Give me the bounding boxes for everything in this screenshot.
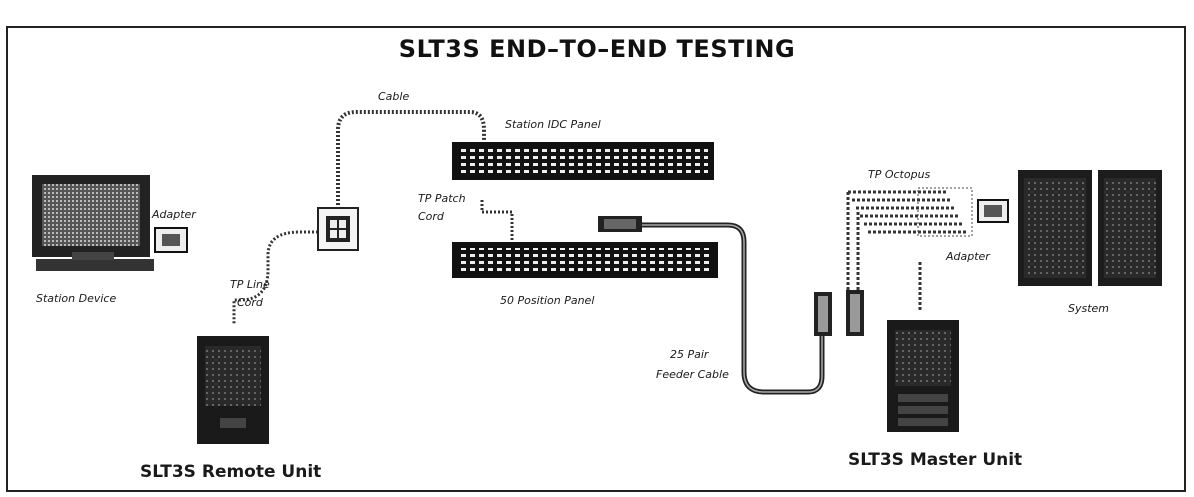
fifty-position-panel (452, 242, 718, 278)
diagram-frame (6, 26, 1186, 492)
diagram-title: SLT3S END–TO–END TESTING (398, 35, 796, 63)
tp-patch-cord-label-line2: Cord (418, 210, 444, 223)
feeder-cable-label-line2: Feeder Cable (656, 368, 729, 381)
adapter-right-label: Adapter (946, 250, 990, 263)
feeder-connector (598, 216, 642, 232)
cable-label: Cable (378, 90, 410, 103)
tp-line-cord-label-line2: Cord (237, 296, 263, 309)
adapter-left (154, 227, 188, 253)
adapter-left-label: Adapter (152, 208, 196, 221)
station-device (32, 175, 154, 271)
remote-unit (197, 336, 269, 444)
system-cabinets (1018, 170, 1162, 286)
master-connector-2 (846, 290, 864, 336)
tp-octopus-label: TP Octopus (868, 168, 931, 181)
station-idc-panel (452, 142, 714, 180)
station-device-label: Station Device (36, 292, 117, 305)
wall-jack (317, 207, 359, 251)
master-unit-label: SLT3S Master Unit (848, 450, 1023, 470)
system-label: System (1068, 302, 1110, 315)
master-unit (887, 320, 959, 432)
feeder-cable-label-line1: 25 Pair (670, 348, 709, 361)
tp-line-cord-line (232, 230, 318, 325)
tp-line-cord-label-line1: TP Line (230, 278, 270, 291)
tp-octopus (846, 187, 973, 310)
tp-patch-cord-line (480, 200, 514, 242)
remote-unit-label: SLT3S Remote Unit (140, 462, 322, 482)
adapter-right (977, 199, 1009, 223)
tp-patch-cord-label-line1: TP Patch (418, 192, 466, 205)
cable-line (336, 110, 486, 205)
fifty-position-panel-label: 50 Position Panel (500, 294, 595, 307)
station-idc-panel-label: Station IDC Panel (505, 118, 601, 131)
master-connector-1 (814, 292, 832, 336)
